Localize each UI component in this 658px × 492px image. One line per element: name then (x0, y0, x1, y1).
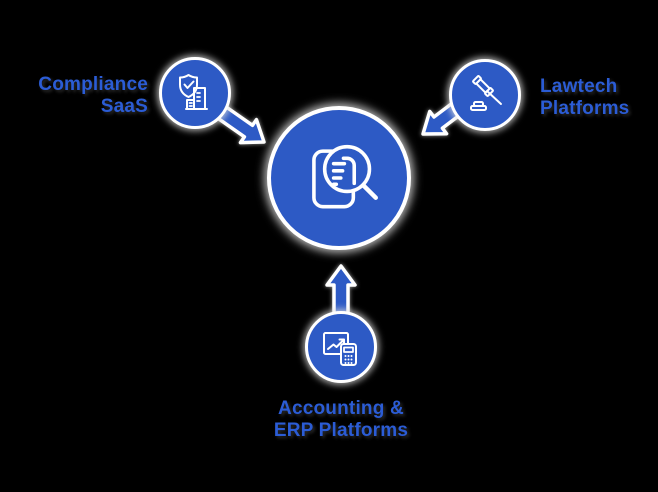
gavel-icon (470, 75, 502, 111)
chart-calculator-icon (323, 332, 357, 366)
center-node-circle (267, 106, 411, 250)
document-search-icon (312, 144, 378, 209)
lawtech-label: Lawtech Platforms (540, 76, 629, 120)
lawtech-label-line1: Lawtech (540, 76, 618, 97)
accounting-label-line1: Accounting & (278, 398, 404, 419)
accounting-label-line2: ERP Platforms (273, 420, 409, 441)
lawtech-label-line2: Platforms (540, 98, 630, 119)
shield-check-buildings-icon (179, 74, 208, 110)
compliance-label: Compliance SaaS (20, 74, 148, 118)
node-lawtech-circle (449, 59, 521, 131)
compliance-label-line1: Compliance (38, 74, 148, 95)
node-compliance-circle (159, 57, 231, 129)
accounting-label: Accounting & ERP Platforms (221, 398, 461, 442)
node-accounting-circle (305, 311, 377, 383)
compliance-label-line2: SaaS (100, 96, 148, 117)
